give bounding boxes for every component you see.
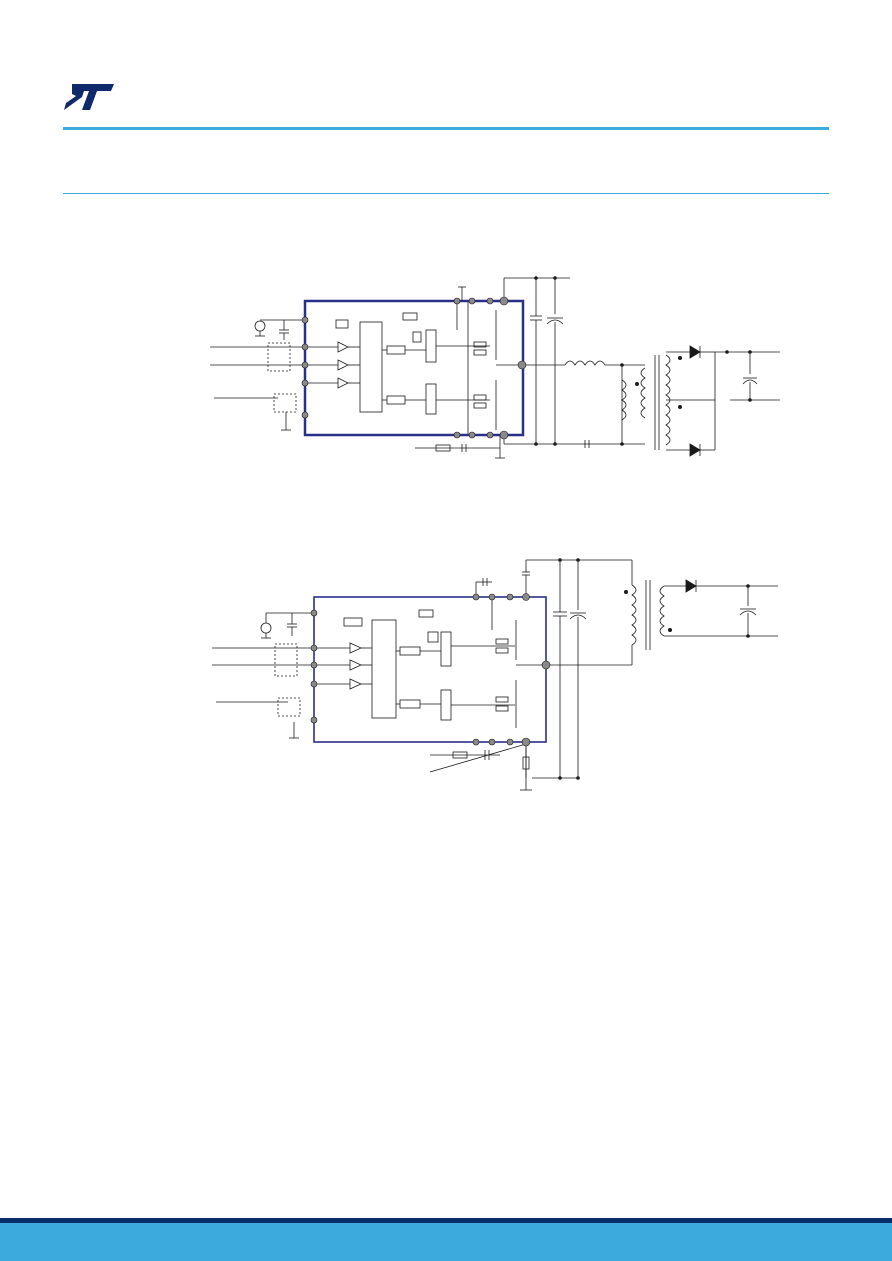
st-logo-icon [64,84,114,110]
section-rule [63,193,829,194]
half-bridge-resonant-converter-schematic [210,276,780,459]
flyback-converter-schematic [212,558,778,791]
footer-stripe-dark [0,1218,892,1223]
header-rule [63,127,829,130]
footer-band [0,1223,892,1261]
